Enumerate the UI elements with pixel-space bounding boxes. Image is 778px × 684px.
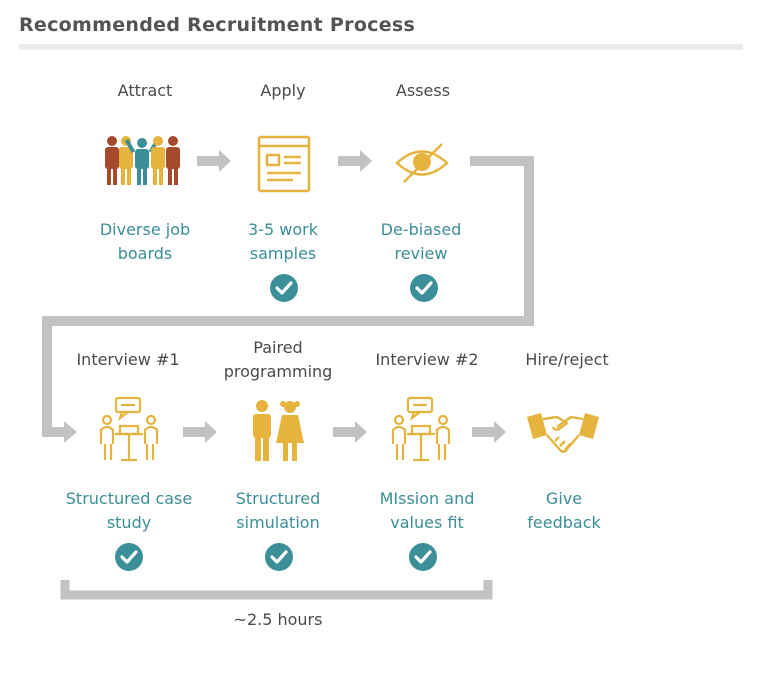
desc-line: Structured case <box>65 489 193 508</box>
crossed-out-eye-icon <box>395 143 449 183</box>
page-title: Recommended Recruitment Process <box>19 14 416 36</box>
arrow-paired-interview2 <box>333 421 367 443</box>
arrow-into-interview1 <box>64 421 77 443</box>
interview-icon <box>99 396 159 462</box>
application-form-icon <box>257 135 311 193</box>
stage-line: Hire/reject <box>525 350 609 369</box>
desc-structured-case-study: Structured case study <box>44 487 214 535</box>
snake-connector <box>42 156 534 437</box>
arrow-attract-apply <box>197 150 231 172</box>
desc-line: MIssion and <box>379 489 475 508</box>
desc-work-samples: 3-5 work samples <box>198 218 368 266</box>
desc-structured-simulation: Structured simulation <box>193 487 363 535</box>
desc-line: Structured <box>235 489 321 508</box>
desc-line: De-biased <box>380 220 462 239</box>
desc-line: Diverse job <box>99 220 191 239</box>
stage-interview-2: Interview #2 <box>352 348 502 372</box>
stage-assess: Assess <box>395 81 451 100</box>
stage-line: Paired <box>253 338 303 357</box>
desc-line: simulation <box>236 513 320 532</box>
desc-give-feedback: Give feedback <box>479 487 649 535</box>
arrow-interview2-hire <box>472 421 506 443</box>
stage-line: Interview #2 <box>375 350 479 369</box>
arrow-interview1-paired <box>183 421 217 443</box>
desc-line: study <box>106 513 152 532</box>
pair-people-icon <box>253 400 304 461</box>
desc-line: boards <box>117 244 173 263</box>
handshake-icon <box>527 413 599 453</box>
check-icon <box>270 274 298 302</box>
diverse-people-icon <box>105 136 180 185</box>
desc-debiased-review: De-biased review <box>336 218 506 266</box>
interview-icon <box>391 396 451 462</box>
stage-paired-programming: Paired programming <box>203 336 353 384</box>
desc-mission-values-fit: MIssion and values fit <box>342 487 512 535</box>
check-icon <box>115 543 143 571</box>
stage-attract: Attract <box>117 81 173 100</box>
duration-bracket <box>60 580 493 600</box>
stage-hire-reject: Hire/reject <box>492 348 642 372</box>
duration-label: ~2.5 hours <box>233 610 323 629</box>
title-underline <box>19 44 743 50</box>
desc-line: Give <box>545 489 583 508</box>
stage-interview-1: Interview #1 <box>53 348 203 372</box>
stage-line: Interview #1 <box>76 350 180 369</box>
stage-line: programming <box>223 362 333 381</box>
check-icon <box>410 274 438 302</box>
check-icon <box>265 543 293 571</box>
desc-diverse-job-boards: Diverse job boards <box>60 218 230 266</box>
desc-line: review <box>394 244 448 263</box>
stage-apply: Apply <box>260 81 306 100</box>
desc-line: 3-5 work <box>248 220 318 239</box>
desc-line: values fit <box>390 513 464 532</box>
desc-line: samples <box>249 244 317 263</box>
desc-line: feedback <box>527 513 601 532</box>
arrow-apply-assess <box>338 150 372 172</box>
check-icon <box>409 543 437 571</box>
